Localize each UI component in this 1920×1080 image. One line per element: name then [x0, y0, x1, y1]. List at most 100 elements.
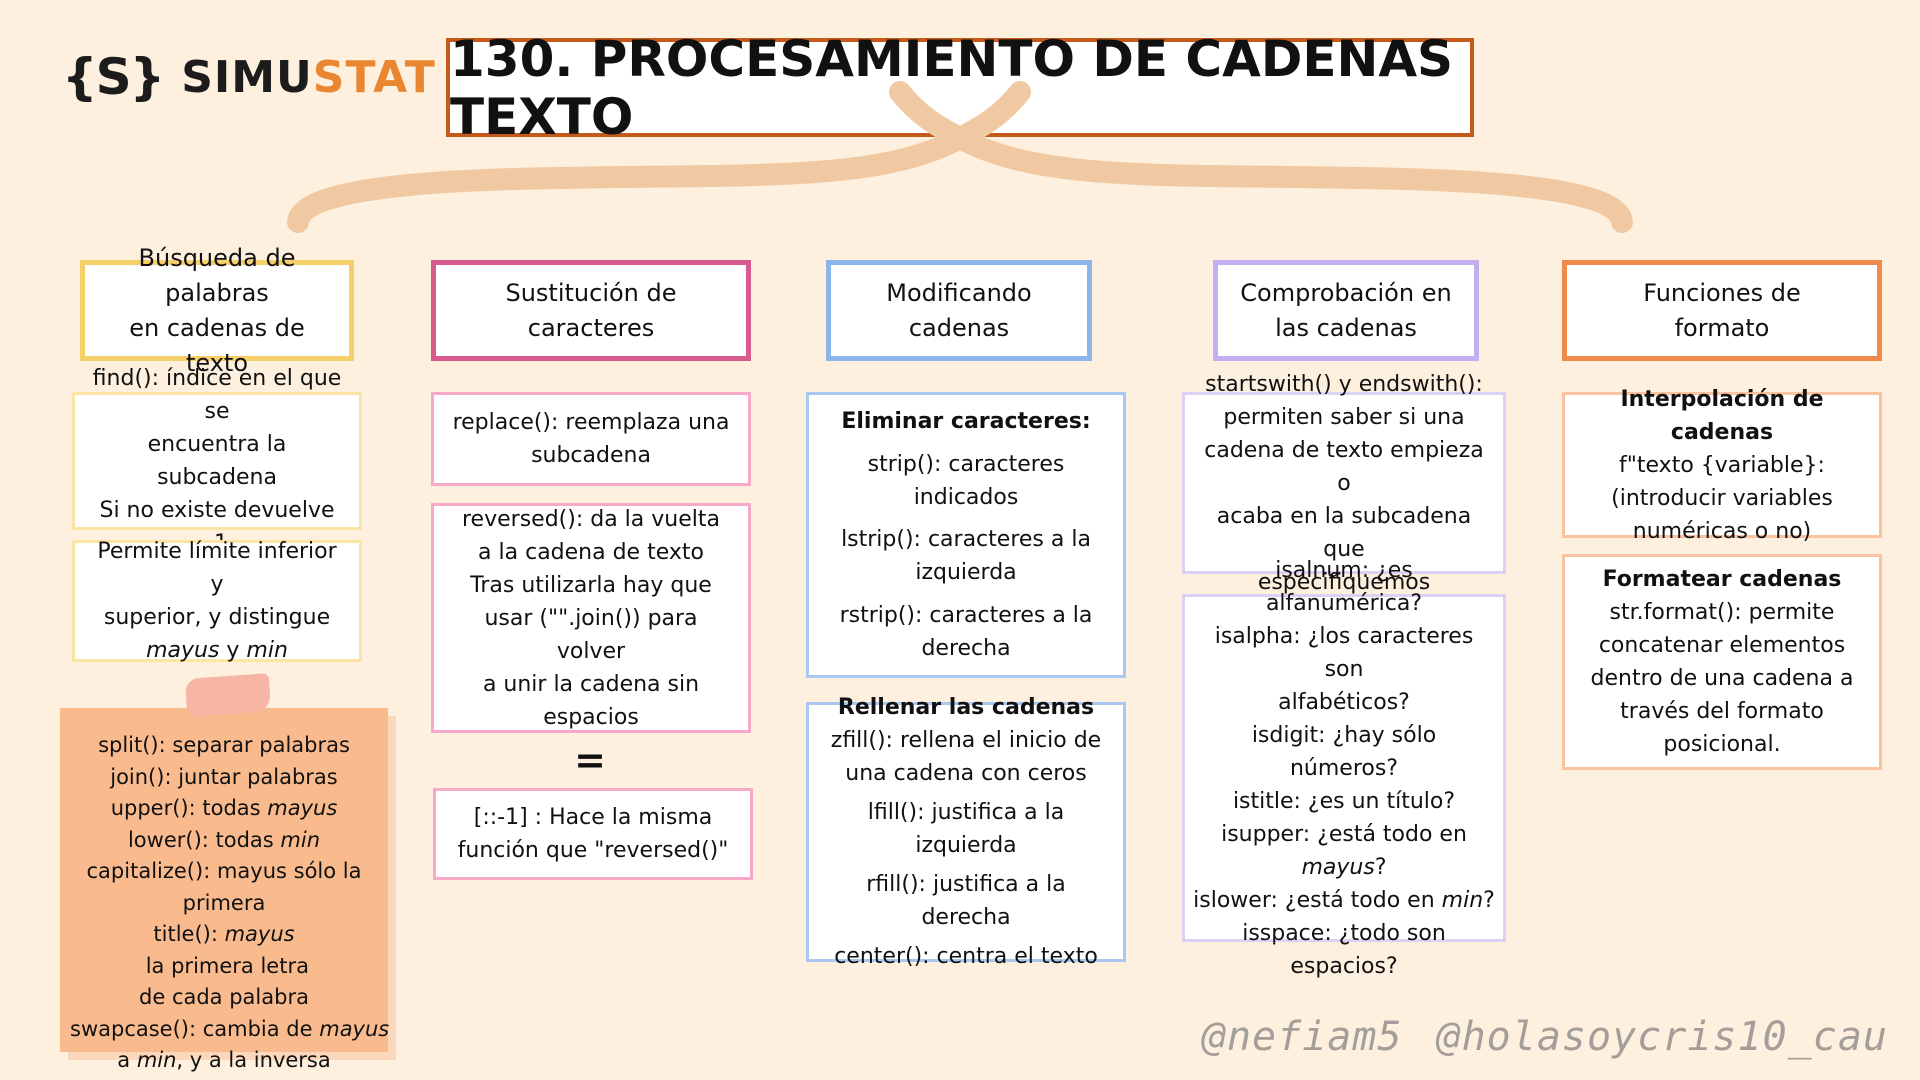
- card-startswith: startswith() y endswith(): permiten sabe…: [1182, 372, 1506, 595]
- card-reversed-line: usar ("".join()) para volver: [484, 605, 698, 664]
- note-line: split(): separar palabras: [98, 733, 350, 757]
- logo-wordmark: SIMUSTAT: [181, 52, 436, 103]
- note-line: lower(): todas min: [127, 827, 321, 852]
- logo-simu: SIMU: [181, 51, 313, 103]
- card-reversed: reversed(): da la vuelta a la cadena de …: [431, 503, 751, 733]
- card-is-line: mayus?: [1301, 854, 1387, 880]
- tape-decoration: [184, 673, 272, 717]
- card-startswith-line: permiten saber si una: [1223, 404, 1465, 430]
- card-startswith-line: acaba en la subcadena que: [1216, 503, 1472, 562]
- card-startswith-line: cadena de texto empieza o: [1204, 437, 1484, 496]
- card-rellenar-line: center(): centra el texto: [834, 944, 1098, 969]
- card-startswith-line: especifiquemos: [1257, 569, 1431, 595]
- card-is-line: isalpha: ¿los caracteres son: [1214, 623, 1474, 682]
- header-busqueda-line1: Búsqueda de palabras: [138, 243, 296, 307]
- card-interpolacion-line: f"texto {variable}:: [1619, 452, 1825, 478]
- note-line: swapcase(): cambia de mayus: [70, 1016, 390, 1041]
- card-reversed-line: Tras utilizarla hay que: [470, 572, 712, 598]
- note-line: de cada palabra: [139, 985, 309, 1009]
- card-find-line: find(): índice en el que se: [92, 366, 342, 424]
- card-limites-line: Permite límite inferior y: [97, 539, 337, 597]
- card-replace: replace(): reemplaza una subcadena: [431, 392, 751, 486]
- note-line: upper(): todas mayus: [110, 796, 338, 820]
- card-reversed-line: espacios: [543, 704, 639, 730]
- card-reversed-line: a unir la cadena sin: [482, 671, 700, 697]
- card-formatear-line: dentro de una cadena a: [1590, 666, 1854, 691]
- card-slice: [::-1] : Hace la misma función que "reve…: [433, 788, 753, 880]
- header-sustitucion-line2: caracteres: [527, 313, 655, 342]
- card-reversed-line: a la cadena de texto: [478, 539, 704, 565]
- header-comprobacion-line1: Comprobación en: [1240, 278, 1452, 307]
- card-rellenar-line: lfill(): justifica a la izquierda: [867, 800, 1065, 858]
- card-interpolacion-heading: Interpolación de cadenas: [1620, 386, 1824, 445]
- header-sustitucion: Sustitución de caracteres: [431, 260, 751, 361]
- header-busqueda: Búsqueda de palabras en cadenas de texto: [80, 244, 354, 377]
- card-is-line: islower: ¿está todo en min?: [1193, 887, 1495, 913]
- card-formatear-line: posicional.: [1663, 732, 1781, 757]
- card-eliminar-line: rstrip(): caracteres a la: [839, 603, 1093, 629]
- card-is-line: alfabéticos?: [1278, 689, 1410, 715]
- author-handles: @nefiam5 @holasoycris10_cau: [1168, 1014, 1888, 1060]
- sticky-note: split(): separar palabras join(): juntar…: [60, 708, 390, 1072]
- header-funciones-line1: Funciones de: [1643, 278, 1801, 307]
- header-sustitucion-line1: Sustitución de: [505, 278, 677, 307]
- card-rellenar-line: rfill(): justifica a la derecha: [866, 872, 1066, 930]
- card-is-line: isupper: ¿está todo en: [1221, 821, 1467, 847]
- note-line: primera: [182, 890, 266, 915]
- card-rellenar-line: una cadena con ceros: [845, 761, 1087, 786]
- logo-brace-icon: {S}: [62, 48, 165, 106]
- card-reversed-line: reversed(): da la vuelta: [462, 506, 720, 532]
- card-is-methods: isalnum: ¿es alfanumérica? isalpha: ¿los…: [1182, 558, 1506, 979]
- simustat-logo: {S} SIMUSTAT: [62, 46, 436, 108]
- header-modificando-line2: cadenas: [908, 313, 1010, 342]
- card-find-line: encuentra la subcadena: [147, 432, 287, 490]
- header-modificando: Modificando cadenas: [826, 260, 1092, 361]
- card-is-line: istitle: ¿es un título?: [1232, 788, 1456, 814]
- card-is-line: isdigit: ¿hay sólo números?: [1251, 722, 1437, 781]
- card-rellenar: Rellenar las cadenas zfill(): rellena el…: [806, 695, 1126, 969]
- card-eliminar-line: strip(): caracteres: [867, 451, 1065, 477]
- equals-sign: =: [574, 738, 606, 782]
- card-slice-line: [::-1] : Hace la misma: [473, 805, 713, 830]
- header-modificando-line1: Modificando: [886, 278, 1032, 307]
- card-eliminar-line: izquierda: [915, 560, 1017, 586]
- card-formatear-heading: Formatear cadenas: [1602, 567, 1842, 592]
- card-rellenar-line: zfill(): rellena el inicio de: [830, 728, 1102, 753]
- header-funciones-line2: formato: [1674, 313, 1770, 342]
- handle-holasoycris: @holasoycris10_cau: [1436, 1014, 1888, 1060]
- card-rellenar-heading: Rellenar las cadenas: [837, 695, 1095, 720]
- card-find: find(): índice en el que se encuentra la…: [72, 366, 362, 556]
- header-busqueda-line2: en cadenas de texto: [129, 313, 305, 377]
- card-limites-line: superior, y distingue: [103, 605, 331, 630]
- card-is-line: isalnum: ¿es alfanumérica?: [1265, 557, 1423, 616]
- note-line: capitalize(): mayus sólo la: [86, 859, 362, 883]
- card-limites: Permite límite inferior y superior, y di…: [72, 539, 362, 663]
- card-is-line: isspace: ¿todo son: [1242, 920, 1446, 946]
- card-eliminar-line: derecha: [921, 636, 1011, 662]
- card-formatear-line: través del formato: [1620, 699, 1824, 724]
- note-line: title(): mayus la primera letra: [139, 922, 309, 978]
- card-formatear: Formatear cadenas str.format(): permite …: [1562, 554, 1882, 770]
- logo-stat: STAT: [312, 51, 436, 103]
- card-formatear-line: concatenar elementos: [1598, 633, 1846, 658]
- card-startswith-line: startswith() y endswith():: [1205, 371, 1483, 397]
- header-comprobacion-line2: las cadenas: [1275, 313, 1417, 342]
- card-interpolacion-line: (introducir variables: [1611, 485, 1833, 511]
- note-line: join(): juntar palabras: [110, 764, 338, 789]
- card-slice-line: función que "reversed()": [457, 838, 729, 863]
- card-interpolacion: Interpolación de cadenas f"texto {variab…: [1562, 387, 1882, 544]
- card-interpolacion-line: numéricas o no): [1632, 518, 1812, 544]
- card-eliminar: Eliminar caracteres: strip(): caracteres…: [806, 392, 1126, 678]
- card-formatear-line: str.format(): permite: [1609, 600, 1835, 625]
- brace-curve: [287, 127, 1633, 233]
- brace-connector: [287, 81, 1633, 233]
- card-limites-line: mayus y min: [146, 638, 288, 663]
- note-line: a min, y a la inversa: [117, 1048, 331, 1072]
- card-eliminar-line: indicados: [913, 484, 1019, 510]
- header-funciones-formato: Funciones de formato: [1562, 260, 1882, 361]
- card-eliminar-line: lstrip(): caracteres a la: [841, 527, 1091, 553]
- handle-nefiam5: @nefiam5: [1201, 1014, 1403, 1060]
- card-is-line: espacios?: [1290, 953, 1398, 979]
- header-comprobacion: Comprobación en las cadenas: [1213, 260, 1479, 361]
- card-replace-line: subcadena: [531, 443, 651, 468]
